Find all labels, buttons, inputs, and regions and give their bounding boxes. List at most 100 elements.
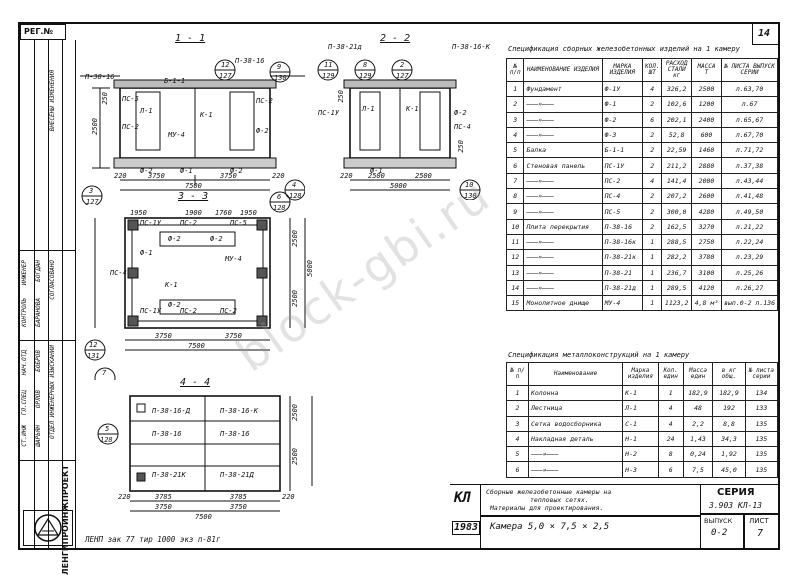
dimension: 1900 — [185, 209, 202, 217]
table-cell: 4120 — [690, 279, 723, 297]
table-cell: 2000 — [690, 172, 723, 190]
element-label: Ф-2 — [168, 301, 181, 309]
table-cell: Лестница — [527, 400, 624, 417]
table-cell: 133 — [744, 400, 779, 417]
table-cell: 3780 — [690, 249, 723, 266]
spec-concrete-title: Спецификация сборных железобетонных изде… — [508, 45, 740, 53]
dimension: 1950 — [130, 209, 147, 217]
column-header: № ЛИСТА ВЫПУСК СЕРИИ — [721, 58, 778, 82]
table-cell: 1123,2 — [661, 295, 692, 312]
table-cell: 4 — [657, 400, 684, 417]
dimension: 2500 — [368, 172, 385, 180]
table-cell: 15 — [505, 295, 525, 312]
table-cell: 5 — [506, 446, 529, 463]
column-header: МАРКА ИЗДЕЛИЯ — [601, 58, 644, 82]
column-header: в кг общ. — [712, 362, 746, 386]
table-cell: л.65,67 — [721, 111, 778, 128]
table-cell: 10 — [505, 218, 525, 235]
drawing-sheet — [18, 22, 780, 550]
table-cell: 0,24 — [682, 446, 714, 463]
table-cell: 162,5 — [661, 218, 692, 235]
spec-metal-title: Спецификация металлоконструкций на 1 кам… — [508, 351, 690, 359]
element-label: МУ-4 — [225, 255, 242, 263]
table-cell: ———»——— — [523, 96, 603, 113]
callout-number: 3 — [89, 187, 94, 195]
table-cell: П-38-21д — [601, 279, 644, 297]
element-label: Ф-2 — [230, 167, 243, 175]
element-label: Л-1 — [140, 107, 153, 115]
dimension: 3750 — [220, 172, 237, 180]
element-label: П-38-16-Д — [152, 407, 190, 415]
sheet-value: 7 — [757, 528, 764, 539]
section-3-3: 3 - 3 6 128 12 131 7 ПС-1У ПС-1У ПС-2 ПС… — [80, 190, 320, 380]
spec-concrete-table: № п/п НАИМЕНОВАНИЕ ИЗДЕЛИЯ МАРКА ИЗДЕЛИЯ… — [505, 58, 778, 312]
table-cell: ———»——— — [523, 279, 603, 297]
dimension: 220 — [114, 172, 127, 180]
stamp-name: ОРЛОВ — [35, 390, 42, 409]
element-label: П-38-16 — [152, 430, 182, 438]
dimension: 7500 — [185, 182, 202, 190]
sheet-badge: 14 — [752, 24, 779, 45]
dimension: 250 — [101, 92, 109, 105]
table-cell: 1 — [641, 264, 663, 281]
section-4-4-title: 4 - 4 — [180, 377, 211, 388]
table-cell: 2 — [641, 157, 663, 174]
table-cell: П-38-21 — [601, 264, 644, 281]
table-header-row: № п/п НАИМЕНОВАНИЕ ИЗДЕЛИЯ МАРКА ИЗДЕЛИЯ… — [505, 58, 778, 82]
callout-number: 10 — [465, 181, 474, 189]
section-4-4-drawing — [97, 395, 313, 512]
table-cell: л.67,70 — [721, 126, 778, 144]
table-cell: 7,5 — [682, 461, 714, 478]
table-cell: Балка — [523, 142, 603, 159]
stamp-dept: ОТДЕЛ ИНЖЕНЕРНЫХ ИЗЫСКАНИЙ — [49, 345, 56, 439]
section-1-1-title: 1 - 1 — [175, 33, 206, 44]
table-cell: ПС-1У — [601, 157, 644, 174]
stamp-name: БАРАНОВА — [35, 298, 42, 327]
table-cell: 8 — [505, 188, 525, 205]
table-cell: л.25,26 — [721, 264, 778, 281]
table-cell: 7 — [505, 172, 525, 190]
table-cell: 134 — [744, 384, 779, 402]
element-label: ПС-5 — [230, 219, 247, 227]
table-cell: 4280 — [690, 203, 723, 220]
element-label: ПС-2 — [256, 97, 273, 105]
table-cell: 2500 — [690, 80, 723, 98]
title-year: 1983 — [452, 521, 481, 535]
table-cell: 289,5 — [661, 279, 692, 297]
column-header: КОЛ. ШТ — [641, 58, 663, 82]
table-cell: 2400 — [690, 111, 723, 128]
table-cell: 2 — [641, 96, 663, 113]
stamp-role: ГЛ.СПЕЦ — [21, 390, 28, 416]
dimension: 3750 — [225, 332, 242, 340]
table-cell: 1,92 — [712, 446, 746, 463]
element-label: Ф-2 — [210, 235, 223, 243]
table-cell: 135 — [744, 415, 779, 432]
table-cell: 102,6 — [661, 96, 692, 113]
reg-number-label: РЕГ.№ — [24, 27, 54, 36]
table-cell: П-38-21к — [601, 249, 644, 266]
table-cell: ПС-2 — [601, 172, 644, 190]
table-cell: 1 — [657, 384, 684, 402]
table-cell: П-38-16 — [601, 218, 644, 235]
element-label: ПС-5 — [122, 95, 139, 103]
table-cell: 12 — [505, 249, 525, 266]
element-label: Ф-1 — [180, 167, 193, 175]
dimension: 250 — [457, 140, 465, 153]
table-cell: л.49,50 — [721, 203, 778, 220]
table-cell: л.63,70 — [721, 80, 778, 98]
element-label: П-38-16 — [220, 430, 250, 438]
table-cell: 2 — [641, 218, 663, 235]
callout-number: 5 — [105, 425, 110, 433]
callout-number: 9 — [277, 63, 282, 71]
table-cell: 3100 — [690, 264, 723, 281]
reg-number-box: РЕГ.№ — [20, 24, 66, 40]
